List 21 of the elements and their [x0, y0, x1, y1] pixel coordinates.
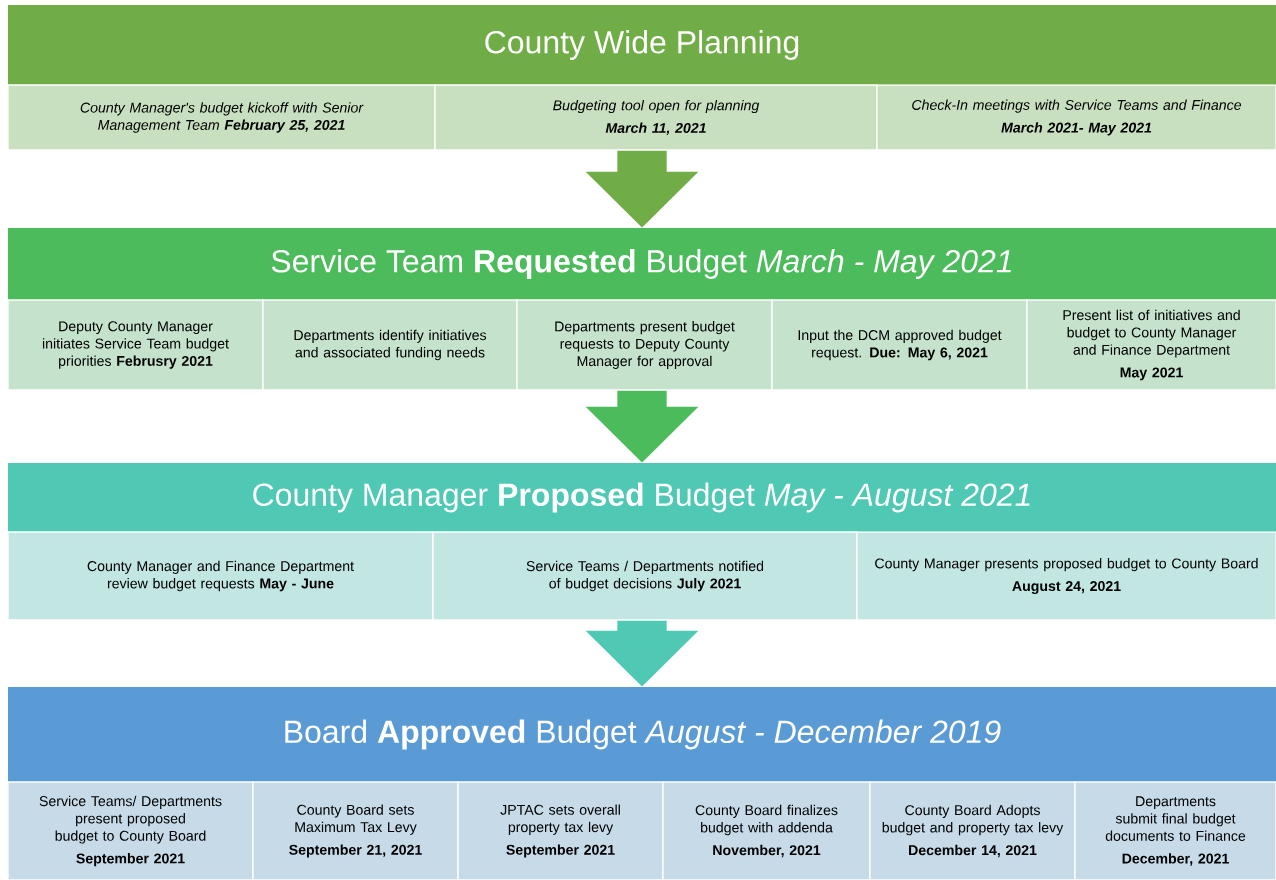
step-cell: Check-In meetings with Service Teams and Finance March 2021- May 2021 [876, 84, 1276, 151]
stage-header: Board Approved Budget August - December 2019 [8, 687, 1276, 782]
step-cell: Departments present budget requests to Deputy County Manager for approval [516, 299, 773, 391]
step-cell: Departments submit final budget documents to Finance December, 2021 [1074, 781, 1276, 880]
step-cell: Input the DCM approved budget request. Due: May 6, 2021 [771, 299, 1028, 391]
stage-header: County Manager Proposed Budget May - August 2021 [8, 463, 1276, 532]
step-cell: County Manager and Finance Department review budget requests May - June [7, 531, 434, 621]
stage-header: Service Team Requested Budget March - May 2021 [8, 228, 1276, 300]
step-cell: Service Teams/ Departments present proposed budget to County Board September 2021 [7, 781, 254, 880]
step-cell: County Manager presents proposed budget to County Board August 24, 2021 [856, 531, 1276, 621]
step-cell: Present list of initiatives and budget to County Manager and Finance Department May 2021 [1026, 299, 1276, 391]
step-cell: County Board sets Maximum Tax Levy September 21, 2021 [252, 781, 459, 880]
step-cell: County Board Adopts budget and property tax levy December 14, 2021 [869, 781, 1076, 880]
step-cell: JPTAC sets overall property tax levy September 2021 [457, 781, 664, 880]
step-cell: County Manager's budget kickoff with Senior Management Team February 25, 2021 [7, 84, 436, 151]
step-cell: Departments identify initiatives and associated funding needs [262, 299, 518, 391]
stage-header: County Wide Planning [8, 5, 1276, 85]
step-cell: Service Teams / Departments notified of budget decisions July 2021 [432, 531, 858, 621]
step-cell: County Board finalizes budget with addenda November, 2021 [662, 781, 871, 880]
step-cell: Budgeting tool open for planning March 11, 2021 [434, 84, 878, 151]
step-cell: Deputy County Manager initiates Service Team budget priorities Februsry 2021 [7, 299, 264, 391]
